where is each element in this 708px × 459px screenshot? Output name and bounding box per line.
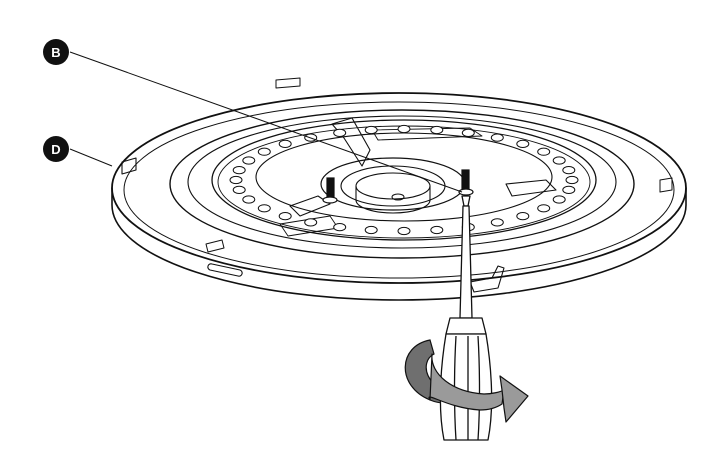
led-dot — [257, 147, 271, 156]
screw-left — [322, 177, 338, 204]
rim-slot-front — [207, 263, 243, 277]
rim-clip-front — [469, 265, 505, 293]
screwdriver-tip — [461, 195, 471, 207]
led-array — [229, 124, 579, 236]
led-dot — [430, 125, 444, 135]
callout-d-circle — [43, 136, 69, 162]
rim-tab-right — [659, 177, 673, 193]
handle-groove-3 — [477, 335, 481, 441]
callout-d-label: D — [51, 142, 60, 157]
screw-right — [458, 169, 474, 196]
callout-leaders — [69, 51, 463, 193]
screwdriver-shaft — [459, 205, 473, 319]
plate-outer-edge — [111, 92, 687, 284]
bracket-arm-top — [331, 117, 371, 167]
plate-inner-edge — [123, 101, 675, 279]
callout-b-label: B — [51, 45, 60, 60]
led-dot — [537, 204, 551, 213]
leader-b — [69, 51, 463, 193]
plate-rim-side — [111, 187, 687, 301]
led-board-inner — [255, 132, 553, 222]
raised-ring-outer — [169, 109, 635, 259]
led-dot — [490, 218, 504, 227]
led-dot — [278, 212, 292, 221]
bracket-arm-left — [289, 195, 331, 217]
rotation-arrow-front — [428, 353, 529, 423]
callout-d: D — [43, 136, 69, 162]
led-dot — [430, 225, 444, 235]
fixture-plate — [111, 77, 687, 301]
led-dot — [516, 139, 530, 148]
screwdriver-collar — [445, 317, 487, 335]
led-dot — [490, 133, 504, 142]
led-dot — [397, 124, 411, 134]
led-dot — [562, 185, 576, 194]
raised-ring-inner — [187, 115, 617, 249]
callout-b: B — [43, 39, 69, 65]
led-dot — [232, 166, 246, 175]
led-dot — [562, 166, 576, 175]
rim-tab-left — [121, 157, 137, 175]
led-board-outer — [211, 119, 597, 241]
led-dot — [397, 226, 411, 236]
led-dot — [242, 195, 256, 204]
led-dot — [552, 156, 566, 165]
led-dot — [461, 128, 475, 137]
led-dot — [304, 218, 318, 227]
screw-right-shank — [461, 169, 470, 191]
led-dot — [242, 156, 256, 165]
rim-clip-left — [205, 239, 225, 253]
screw-right-head — [458, 188, 474, 196]
screw-left-shank — [326, 177, 335, 199]
led-dot — [333, 128, 347, 137]
bracket-arm-right — [505, 179, 557, 197]
rim-tab-top — [275, 77, 301, 89]
rotation-arrow-head — [499, 375, 529, 423]
led-dot — [537, 147, 551, 156]
led-dot — [364, 225, 378, 235]
led-dot — [232, 185, 246, 194]
led-dot — [364, 125, 378, 135]
led-dot — [516, 212, 530, 221]
leader-d — [69, 148, 113, 167]
led-dot — [565, 175, 579, 185]
hub-hole — [391, 193, 405, 201]
hub-collar — [355, 185, 431, 214]
led-dot — [333, 223, 347, 232]
screw-left-head — [322, 196, 338, 204]
rotation-arrow-band — [428, 353, 505, 411]
led-dot — [257, 204, 271, 213]
hub-ring — [340, 165, 446, 207]
led-dot — [552, 195, 566, 204]
callout-b-circle — [43, 39, 69, 65]
led-dot — [278, 139, 292, 148]
led-dot — [229, 175, 243, 185]
